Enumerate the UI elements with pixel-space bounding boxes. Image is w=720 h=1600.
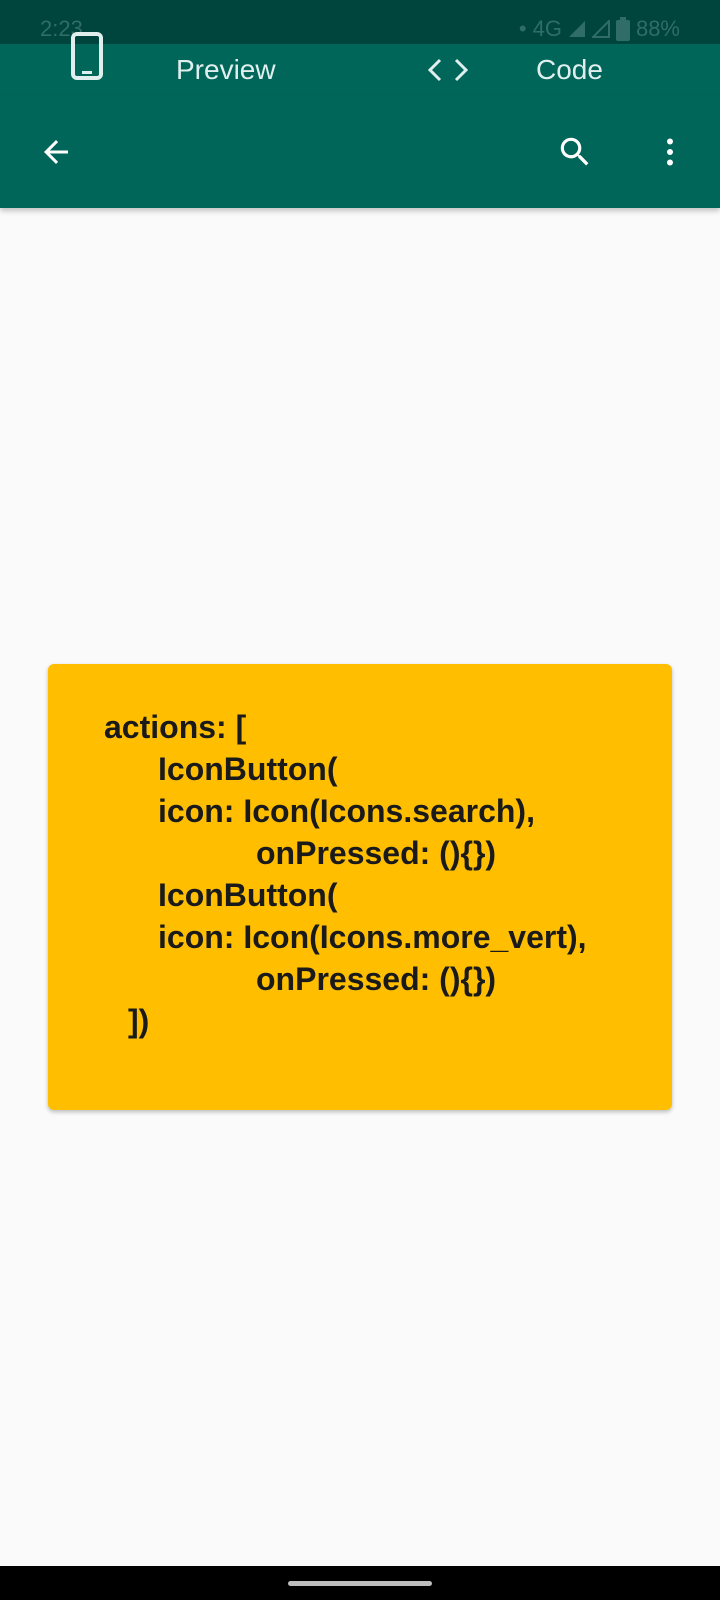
signal-icon [568,21,585,37]
system-nav-bar [0,1566,720,1600]
phone-icon[interactable] [70,30,106,82]
network-type: 4G [532,16,562,41]
code-line: icon: Icon(Icons.more_vert), [158,919,587,955]
code-line: actions: [ [104,709,247,745]
code-snippet-card: actions: [ IconButton( icon: Icon(Icons.… [48,664,672,1110]
app-bar [0,96,720,208]
code-line: onPressed: (){}) [256,835,497,871]
status-indicators: • 4G 88% [519,16,680,42]
back-button[interactable] [24,120,88,184]
home-gesture-handle[interactable] [288,1581,432,1586]
tab-preview[interactable]: Preview [176,54,276,85]
status-time: 2:23 [40,16,83,41]
more-vert-icon [667,138,673,166]
status-bar: 2:23 • 4G 88% [0,0,720,44]
code-line: onPressed: (){}) [256,961,497,997]
arrow-back-icon [44,140,68,164]
code-line: IconButton( [158,751,338,787]
search-button[interactable] [543,120,607,184]
notification-dot: • [518,16,527,41]
battery-level: 88% [635,16,680,41]
battery-icon [615,17,630,41]
code-line: icon: Icon(Icons.search), [158,793,535,829]
view-mode-tabs: Preview Code [0,32,720,96]
tab-code[interactable]: Code [536,54,603,85]
code-line: IconButton( [158,877,338,913]
more-options-button[interactable] [638,120,702,184]
signal-icon [591,20,610,38]
code-line: ]) [128,1003,150,1039]
code-brackets-icon[interactable] [426,44,470,96]
search-icon [560,137,589,166]
